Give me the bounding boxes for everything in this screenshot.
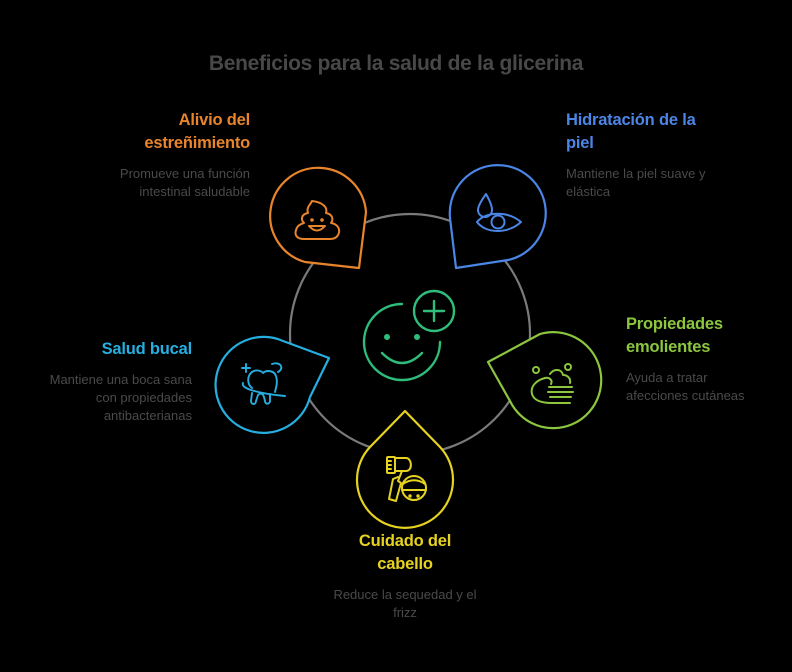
benefit-desc-line: antibacterianas bbox=[103, 408, 192, 423]
benefit-title-line: Alivio del bbox=[178, 111, 251, 129]
benefit-title-line: emolientes bbox=[626, 338, 711, 356]
pin-hidratacion bbox=[448, 164, 547, 270]
poop-emoji-icon bbox=[294, 200, 341, 240]
benefit-title-line: cabello bbox=[377, 555, 433, 573]
hand-washing-icon bbox=[530, 363, 574, 404]
pin-emolientes bbox=[486, 331, 603, 430]
benefit-desc-line: elástica bbox=[566, 184, 611, 199]
benefit-bucal: Salud bucal Mantiene una boca sana con p… bbox=[10, 338, 193, 425]
benefit-estrenimiento: Alivio del estreñimiento Promueve una fu… bbox=[60, 109, 250, 201]
benefit-desc-line: afecciones cutáneas bbox=[626, 388, 745, 403]
benefit-emolientes: Propiedades emolientes Ayuda a tratar af… bbox=[626, 313, 786, 405]
benefit-title-line: piel bbox=[566, 134, 594, 152]
benefit-desc-line: Mantiene la piel suave y bbox=[566, 166, 706, 181]
pin-bucal bbox=[214, 335, 331, 434]
benefit-title-line: Salud bucal bbox=[101, 340, 193, 358]
hair-dryer-icon bbox=[386, 456, 427, 502]
benefit-desc-line: con propiedades bbox=[95, 390, 192, 405]
benefit-desc-line: intestinal saludable bbox=[139, 184, 250, 199]
eye-drop-icon bbox=[476, 193, 522, 232]
pin-cabello bbox=[355, 409, 455, 529]
benefit-desc-line: Reduce la sequedad y el bbox=[333, 587, 477, 602]
benefit-desc-line: Mantiene una boca sana bbox=[49, 372, 192, 387]
benefit-cabello: Cuidado del cabello Reduce la sequedad y… bbox=[305, 530, 505, 622]
benefit-title-line: Hidratación de la bbox=[566, 111, 696, 129]
pin-estrenimiento bbox=[269, 166, 368, 270]
benefit-hidratacion: Hidratación de la piel Mantiene la piel … bbox=[566, 109, 766, 201]
benefit-desc-line: Promueve una función bbox=[119, 166, 250, 181]
benefit-desc-line: frizz bbox=[393, 605, 417, 620]
benefit-desc-line: Ayuda a tratar bbox=[626, 370, 708, 385]
benefit-title-line: Cuidado del bbox=[358, 532, 452, 550]
benefit-title-line: estreñimiento bbox=[144, 134, 250, 152]
benefit-title-line: Propiedades bbox=[626, 315, 723, 333]
diagram-title: Beneficios para la salud de la glicerina bbox=[208, 52, 584, 75]
tooth-icon bbox=[241, 362, 286, 405]
smiley-plus-icon bbox=[362, 289, 456, 382]
